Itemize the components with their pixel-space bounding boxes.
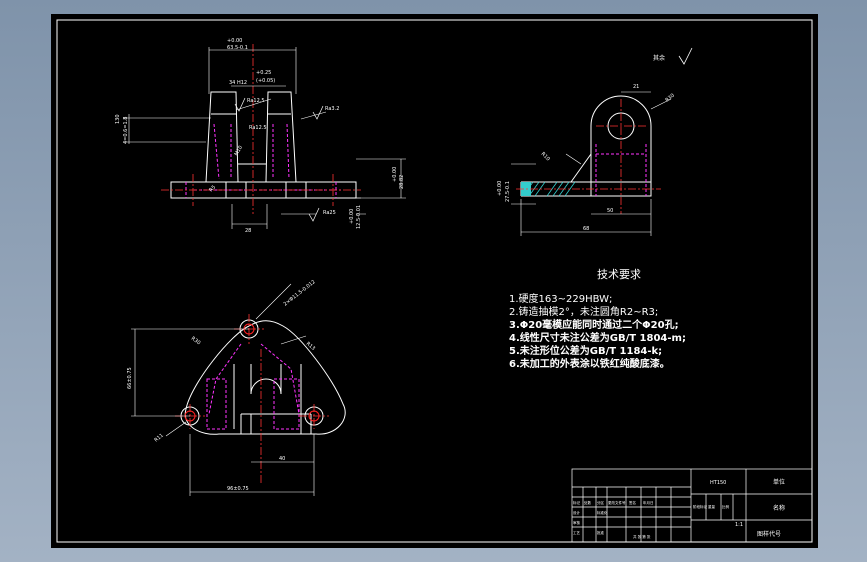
dim-side-r10: R10 bbox=[540, 151, 551, 162]
notes-title: 技术要求 bbox=[597, 268, 641, 281]
titleblock-unit: 单位 bbox=[773, 478, 785, 486]
titleblock-small-labels: 标记处数分区更改文件号签名 年月日设计 标准化 阶段标记重量 比例审核工艺 批准共 张 第… bbox=[573, 500, 730, 539]
titleblock-label: 批准 bbox=[597, 530, 605, 535]
side-view-hidden-lines bbox=[595, 144, 647, 196]
titleblock-label: 标记 bbox=[573, 500, 581, 505]
front-view-centerlines bbox=[161, 44, 361, 214]
dim-side-h-b: 27.5-0.1 bbox=[505, 181, 511, 202]
dim-side-h-a: +0.00 bbox=[497, 181, 503, 196]
note-5: 5.未注形位公差为GB/T 1184-k; bbox=[509, 344, 662, 357]
dim-left-vert-a: 130 bbox=[115, 114, 121, 124]
roughness-d: Ra25 bbox=[323, 210, 336, 216]
dim-height-right-b: 28.82 bbox=[399, 175, 405, 189]
roughness-symbols bbox=[234, 97, 324, 222]
titleblock-name: 名称 bbox=[773, 504, 785, 512]
side-view-dimensions bbox=[511, 91, 672, 236]
note-6: 6.未加工的外表涂以铁红纯酸底漆。 bbox=[509, 357, 670, 370]
titleblock-label: 签名 bbox=[629, 500, 636, 505]
dim-slot-tol-lower: (+0.05) bbox=[256, 78, 275, 84]
titleblock-material: HT150 bbox=[710, 480, 726, 486]
dim-thread: M10 bbox=[234, 145, 245, 157]
titleblock-label: 更改文件号 bbox=[608, 500, 626, 505]
bottom-view-hidden-lines bbox=[206, 343, 300, 430]
titleblock-label: 标准化 bbox=[597, 510, 608, 515]
roughness-b: Ra3.2 bbox=[325, 106, 339, 112]
front-view bbox=[170, 91, 357, 199]
note-3: 3.Φ20毫模应能同时通过二个Φ20孔; bbox=[509, 318, 679, 331]
roughness-a: Ra12.5 bbox=[247, 98, 265, 104]
drawing-sheet[interactable]: +0.00 63.5-0.1 +0.25 (+0.05) 34 H12 Ra12… bbox=[51, 14, 818, 548]
dim-side-r: R30 bbox=[664, 93, 675, 104]
dim-bot-vert: 66±0.75 bbox=[127, 367, 133, 389]
dim-side-top: 21 bbox=[633, 84, 639, 90]
bottom-view-holes bbox=[180, 319, 324, 426]
side-view-centerlines bbox=[516, 99, 661, 214]
drawing-frame bbox=[56, 19, 813, 543]
roughness-c: Ra12.5 bbox=[249, 125, 267, 131]
dim-r-left: R5 bbox=[208, 184, 217, 193]
front-view-dimensions bbox=[123, 47, 406, 229]
titleblock-drawing-no: 图样代号 bbox=[757, 530, 781, 538]
dim-side-50: 50 bbox=[607, 208, 613, 214]
drawing-canvas: +0.00 63.5-0.1 +0.25 (+0.05) 34 H12 Ra12… bbox=[56, 19, 813, 543]
dim-bot-40: 40 bbox=[279, 456, 285, 462]
titleblock-label: 分区 bbox=[597, 500, 605, 505]
title-block bbox=[571, 468, 813, 543]
dim-height-right-d: 12.5-0.01 bbox=[356, 205, 362, 229]
dim-bot-r11: R11 bbox=[153, 433, 164, 444]
side-view bbox=[520, 95, 652, 197]
titleblock-label: 工艺 bbox=[573, 530, 581, 535]
note-1: 1.硬度163~229HBW; bbox=[509, 292, 612, 305]
dim-base-width: 28 bbox=[245, 228, 251, 234]
dim-height-right-a: +0.00 bbox=[392, 167, 398, 182]
dim-bot-r30: R30 bbox=[190, 336, 202, 347]
dim-top-width-tol: +0.00 bbox=[227, 38, 242, 44]
roughness-general-label: 其余 bbox=[653, 54, 665, 62]
titleblock-scale: 1:1 bbox=[735, 522, 743, 528]
titleblock-label: 重量 bbox=[708, 504, 716, 509]
roughness-general-icon bbox=[678, 47, 693, 65]
note-2: 2.铸造抽模2°，未注圆角R2~R3; bbox=[509, 305, 658, 318]
dim-side-68: 68 bbox=[583, 226, 589, 232]
dim-slot-tol-upper: +0.25 bbox=[256, 70, 271, 76]
titleblock-label: 年月日 bbox=[643, 500, 654, 505]
dim-bot-r13: R13 bbox=[305, 341, 316, 352]
dim-left-vert-b: 4=0.6=1.8 bbox=[123, 117, 129, 144]
titleblock-label: 共 张 第 张 bbox=[633, 534, 651, 539]
titleblock-label: 比例 bbox=[722, 504, 730, 509]
bottom-view bbox=[184, 320, 346, 435]
titleblock-label: 设计 bbox=[573, 510, 581, 515]
titleblock-label: 审核 bbox=[573, 520, 581, 525]
dim-bot-width: 96±0.75 bbox=[227, 486, 249, 492]
dim-bot-hole: 2×Φ11.5-0.012 bbox=[283, 279, 317, 307]
titleblock-label: 处数 bbox=[584, 500, 592, 505]
dim-top-width: 63.5-0.1 bbox=[227, 45, 248, 51]
dim-height-right-c: +0.00 bbox=[349, 209, 355, 224]
bottom-view-dimensions bbox=[131, 283, 315, 496]
titleblock-label: 阶段标记 bbox=[693, 504, 707, 509]
note-4: 4.线性尺寸未注公差为GB/T 1804-m; bbox=[509, 331, 686, 344]
dim-slot-label: 34 H12 bbox=[229, 80, 247, 86]
